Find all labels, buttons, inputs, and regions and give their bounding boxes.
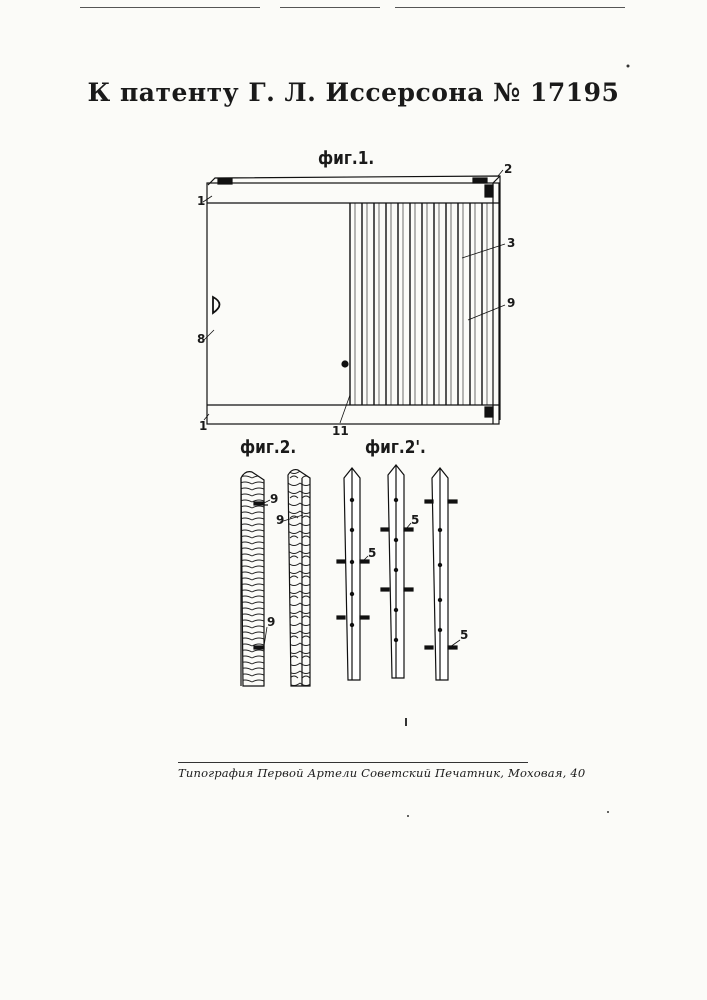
fig2b-callout-5-c: 5 (460, 628, 468, 642)
fig1-slats (350, 203, 487, 405)
print-specks (405, 65, 630, 818)
fig2-callout-9-a: 9 (270, 492, 278, 506)
fig1-leaders (203, 170, 505, 423)
fig1-callout-8: 8 (197, 332, 205, 346)
fig2b-callout-5-b: 5 (411, 513, 419, 527)
fig1-frame-drawing (207, 176, 500, 424)
fig2-callout-9-b: 9 (276, 513, 284, 527)
fig2-slat-right (288, 470, 310, 686)
fig2b-slat-3 (425, 468, 457, 680)
fig2-callout-9-c: 9 (267, 615, 275, 629)
fig1-callout-1-bottom: 1 (199, 419, 207, 433)
fig1-callout-3: 3 (507, 236, 515, 250)
fig2-slat-left (241, 472, 268, 686)
fig2b-slat-2 (381, 465, 413, 678)
fig1-callout-11: 11 (332, 424, 349, 438)
fig2b-slat-1 (337, 468, 369, 680)
fig1-callout-9: 9 (507, 296, 515, 310)
printer-imprint: Типография Первой Артели Советский Печат… (178, 766, 538, 780)
fig2b-callout-5-a: 5 (368, 546, 376, 560)
footer-rule (178, 762, 528, 763)
fig1-callout-2: 2 (504, 162, 512, 176)
fig1-callout-1-top: 1 (197, 194, 205, 208)
